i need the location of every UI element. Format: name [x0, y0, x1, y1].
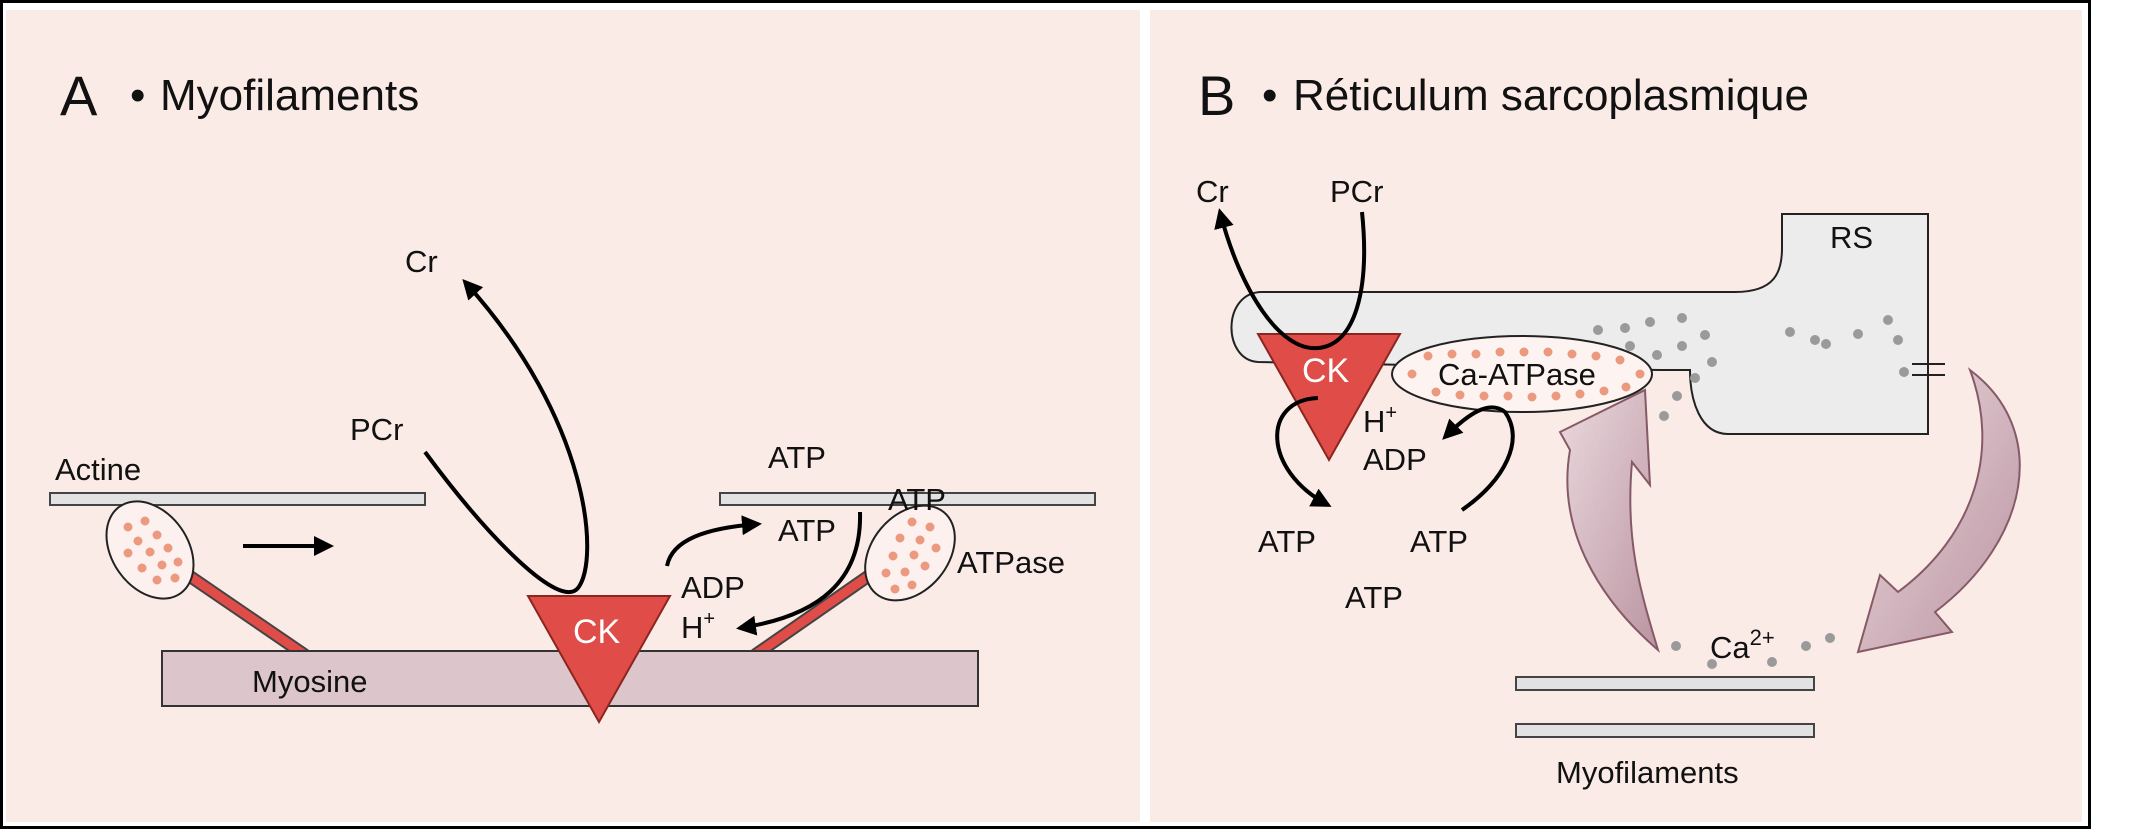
ck-label-b: CK: [1302, 352, 1350, 390]
proton-label-a: H+: [681, 608, 715, 645]
atp-label-mid: ATP: [778, 513, 836, 548]
atp-label-top: ATP: [768, 440, 826, 475]
pcr-label-b: PCr: [1330, 174, 1383, 209]
actine-label: Actine: [55, 452, 141, 487]
panel-b-bullet: •: [1262, 71, 1277, 120]
panel-a-letter: A: [60, 64, 98, 127]
ck-label-a: CK: [573, 613, 621, 651]
panel-a: A • Myofilaments Actine: [6, 10, 1140, 822]
atp-label-upper: ATP: [888, 482, 946, 517]
ck-triangle-b: [1256, 333, 1402, 463]
calcium-charge: 2+: [1750, 625, 1775, 650]
calcium-symbol: Ca: [1710, 630, 1750, 665]
myofilament-upper: [1515, 676, 1815, 691]
myosine-label: Myosine: [252, 664, 367, 699]
adp-to-atp-arrow-b: [1275, 396, 1332, 507]
ca-dots-myofilament: [1671, 633, 1835, 669]
myosin-head-left: [105, 500, 195, 600]
proton-sup-b: +: [1385, 402, 1397, 424]
pcr-to-cr-arrow: [423, 279, 590, 595]
calcium-release-arrow: [1856, 367, 2021, 654]
myofilaments-label: Myofilaments: [1556, 755, 1739, 790]
sarcoplasmic-reticulum: [1230, 213, 1929, 435]
atp-to-adp-arrow-b: [1442, 405, 1515, 512]
atp-to-adp-arrow: [736, 511, 863, 636]
ca-atpase-label: Ca-ATPase: [1438, 357, 1596, 392]
panel-a-bullet: •: [130, 71, 145, 120]
proton-label-b: H+: [1363, 402, 1397, 439]
adp-label-b: ADP: [1363, 442, 1427, 477]
cr-label-b: Cr: [1196, 174, 1229, 209]
cr-label-a: Cr: [405, 244, 438, 279]
calcium-uptake-arrow: [1558, 388, 1660, 653]
myofilament-lower: [1515, 723, 1815, 738]
actin-filament-left: [49, 492, 426, 506]
myosin-neck-left-fill: [185, 571, 308, 659]
pcr-label-a: PCr: [350, 412, 403, 447]
atp-label-b-left: ATP: [1258, 524, 1316, 559]
proton-sup-a: +: [703, 608, 715, 630]
proton-h-b: H: [1363, 404, 1385, 439]
adp-label-a: ADP: [681, 570, 745, 605]
ck-triangle-a: [526, 595, 672, 725]
ca-atpase-dots: [1407, 347, 1645, 402]
atp-label-b-right: ATP: [1410, 524, 1468, 559]
adp-to-atp-arrow: [665, 515, 762, 567]
panel-a-title: Myofilaments: [160, 71, 419, 120]
myosin-neck-right-fill: [752, 571, 873, 659]
atpase-label: ATPase: [957, 545, 1065, 580]
myosin-head-right: [864, 504, 956, 602]
atp-label-b-bottom: ATP: [1345, 580, 1403, 615]
pcr-to-cr-arrow-b: [1214, 208, 1367, 351]
panel-b-title: Réticulum sarcoplasmique: [1293, 71, 1809, 120]
panel-b-letter: B: [1198, 64, 1235, 127]
panel-b: B • Réticulum sarcoplasmique RS Ca-ATPas…: [1150, 10, 2082, 822]
calcium-ion-label: Ca2+: [1710, 625, 1775, 665]
actin-filament-right: [719, 492, 1096, 506]
ca-dots-reticulum: [1593, 313, 1909, 421]
proton-h-a: H: [681, 610, 703, 645]
rs-label: RS: [1830, 220, 1873, 255]
